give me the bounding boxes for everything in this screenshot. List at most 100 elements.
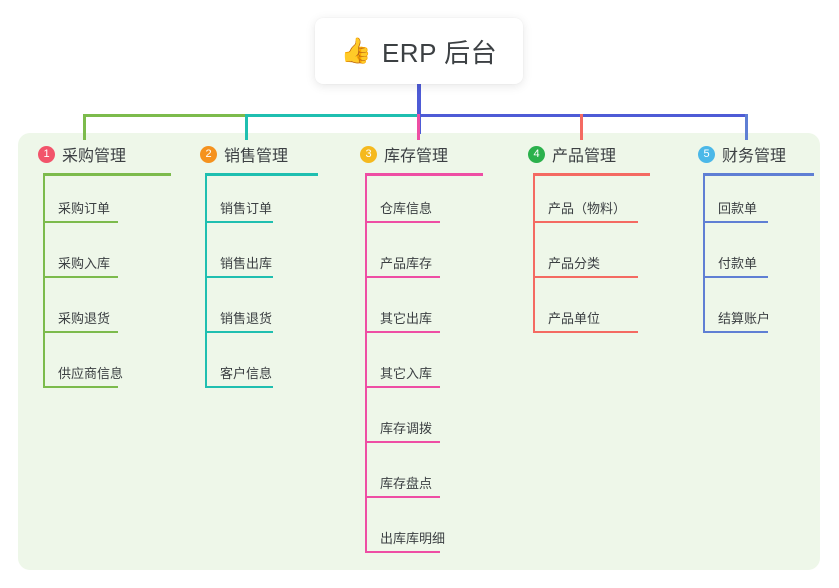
list-item-label: 供应商信息 [58,366,124,381]
list-item-label: 销售退货 [220,311,273,326]
list-item[interactable]: 出库库明细 [340,506,500,561]
list-item-underline [365,221,440,223]
list-item-label: 销售订单 [220,201,273,216]
column-spine [205,176,207,388]
list-item[interactable]: 采购入库 [18,231,168,286]
list-item-underline [205,386,273,388]
list-item[interactable]: 库存盘点 [340,451,500,506]
list-item-underline [365,441,440,443]
column-title: 产品管理 [552,148,617,165]
column-title: 库存管理 [384,148,449,165]
column-header-5[interactable]: 5 财务管理 [678,141,820,167]
column-number-badge: 3 [360,145,377,163]
list-item[interactable]: 仓库信息 [340,176,500,231]
list-item-label: 其它入库 [380,366,433,381]
column-underline [533,173,650,176]
list-item-underline [365,276,440,278]
list-item-underline [703,221,768,223]
list-item-underline [205,276,273,278]
list-item[interactable]: 供应商信息 [18,341,168,396]
list-item[interactable]: 产品单位 [508,286,668,341]
list-item[interactable]: 产品库存 [340,231,500,286]
column-items: 产品（物料） 产品分类产品单位 [508,176,668,341]
list-item[interactable]: 库存调拨 [340,396,500,451]
list-item-underline [365,386,440,388]
list-item-underline [703,331,768,333]
list-item-label: 回款单 [718,201,758,216]
list-item[interactable]: 采购退货 [18,286,168,341]
diagram-title-card: 👍 ERP 后台 [315,18,523,84]
column-title: 采购管理 [62,148,127,165]
column-header-4[interactable]: 4 产品管理 [508,141,668,167]
list-item-label: 采购入库 [58,256,111,271]
list-item-label: 其它出库 [380,311,433,326]
list-item-label: 产品（物料） [548,201,627,216]
drop-connector-3 [417,114,420,140]
page-title: ERP 后台 [381,37,498,68]
list-item-label: 库存调拨 [380,421,433,436]
list-item[interactable]: 采购订单 [18,176,168,231]
horizontal-connector-segment-3 [417,114,583,117]
list-item-underline [205,221,273,223]
column-number-badge: 4 [528,145,545,163]
column-underline [365,173,483,176]
column-spine [365,176,367,553]
column-underline [43,173,171,176]
list-item-underline [533,331,638,333]
list-item-underline [43,386,118,388]
list-item-label: 采购退货 [58,311,111,326]
list-item[interactable]: 其它入库 [340,341,500,396]
list-item[interactable]: 产品分类 [508,231,668,286]
list-item[interactable]: 付款单 [678,231,820,286]
column-underline [703,173,814,176]
list-item-label: 出库库明细 [380,531,446,546]
list-item[interactable]: 其它出库 [340,286,500,341]
drop-connector-5 [745,114,748,140]
column-title: 销售管理 [224,148,289,165]
horizontal-connector-segment-1 [83,114,248,117]
horizontal-connector-segment-2 [245,114,420,117]
list-item[interactable]: 客户信息 [180,341,330,396]
list-item-underline [43,221,118,223]
column-4: 4 产品管理产品（物料） 产品分类产品单位 [508,141,668,341]
column-items: 仓库信息产品库存其它出库其它入库库存调拨库存盘点出库库明细 [340,176,500,561]
list-item[interactable]: 产品（物料） [508,176,668,231]
list-item[interactable]: 结算账户 [678,286,820,341]
column-items: 回款单付款单结算账户 [678,176,820,341]
list-item-label: 产品库存 [380,256,433,271]
column-underline [205,173,318,176]
list-item-label: 产品单位 [548,311,601,326]
list-item-underline [43,331,118,333]
column-5: 5 财务管理回款单付款单结算账户 [678,141,820,341]
trunk-connector [417,84,421,134]
list-item-underline [703,276,768,278]
column-items: 销售订单销售出库销售退货客户信息 [180,176,330,396]
list-item-underline [43,276,118,278]
drop-connector-2 [245,114,248,140]
list-item[interactable]: 回款单 [678,176,820,231]
column-spine [703,176,705,333]
column-title: 财务管理 [722,148,787,165]
column-header-3[interactable]: 3 库存管理 [340,141,500,167]
list-item[interactable]: 销售出库 [180,231,330,286]
list-item-underline [365,551,440,553]
list-item-label: 客户信息 [220,366,273,381]
list-item-underline [365,331,440,333]
column-spine [43,176,45,388]
list-item-label: 产品分类 [548,256,601,271]
list-item-label: 库存盘点 [380,476,433,491]
list-item-underline [205,331,273,333]
list-item-underline [533,221,638,223]
list-item-label: 结算账户 [718,311,771,326]
list-item[interactable]: 销售订单 [180,176,330,231]
list-item[interactable]: 销售退货 [180,286,330,341]
list-item-underline [365,496,440,498]
drop-connector-4 [580,114,583,140]
column-number-badge: 5 [698,145,715,163]
